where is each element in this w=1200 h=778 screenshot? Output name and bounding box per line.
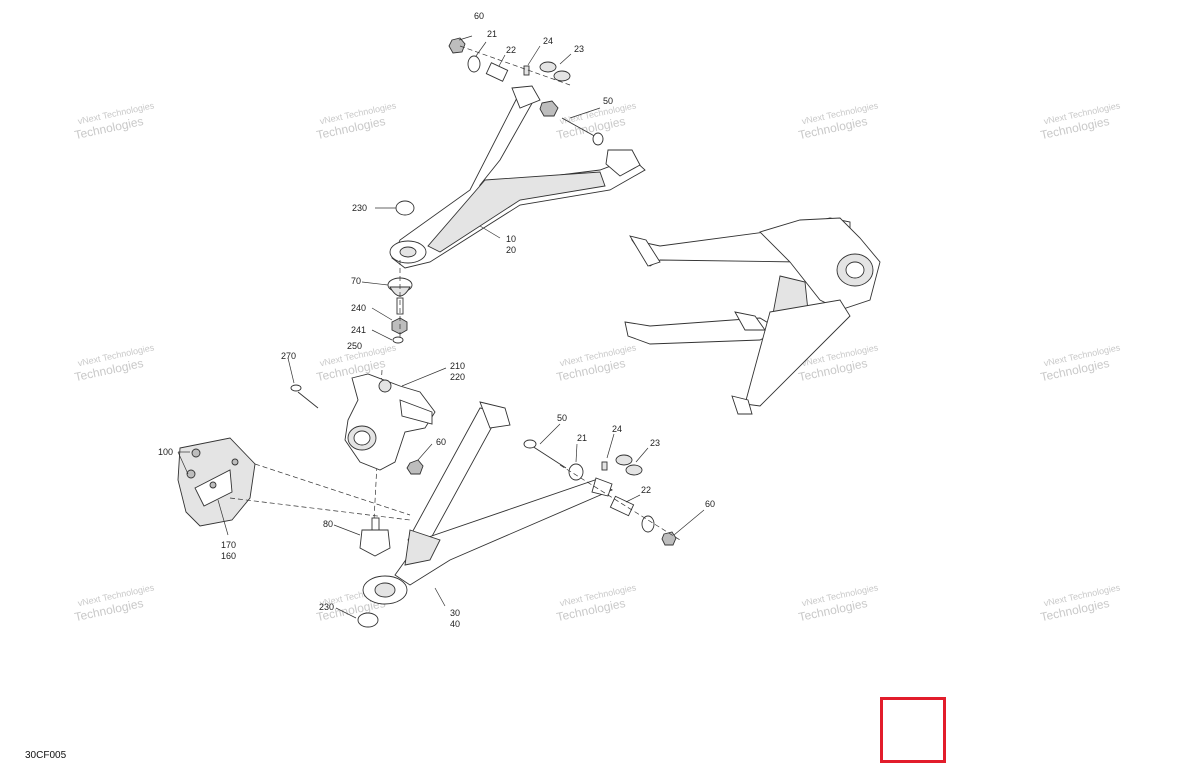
callout-23: 23 bbox=[574, 44, 584, 54]
lower-arm-hardware bbox=[523, 439, 681, 546]
knuckle-bolt bbox=[290, 384, 319, 409]
callout-250: 250 bbox=[347, 341, 362, 351]
ball-joint-lower bbox=[359, 517, 391, 557]
callout-21: 21 bbox=[487, 29, 497, 39]
callout-30: 30 bbox=[450, 608, 460, 618]
callout-170: 170 bbox=[221, 540, 236, 550]
callout-241: 241 bbox=[351, 325, 366, 335]
callout-230-lower: 230 bbox=[319, 602, 334, 612]
callout-240: 240 bbox=[351, 303, 366, 313]
upper-arm-hardware bbox=[448, 37, 604, 146]
callout-220: 220 bbox=[450, 372, 465, 382]
figure-code: 30CF005 bbox=[25, 750, 67, 761]
callout-21-lower: 21 bbox=[577, 433, 587, 443]
callout-60-knuckle: 60 bbox=[436, 437, 446, 447]
snap-ring bbox=[395, 200, 415, 216]
callout-270: 270 bbox=[281, 351, 296, 361]
leader-lines bbox=[177, 35, 705, 619]
callout-100: 100 bbox=[158, 447, 173, 457]
callout-230: 230 bbox=[352, 203, 367, 213]
callout-24-lower: 24 bbox=[612, 424, 622, 434]
callout-50-lower: 50 bbox=[557, 413, 567, 423]
knuckle-nut bbox=[406, 459, 424, 475]
callout-23-lower: 23 bbox=[650, 438, 660, 448]
callout-50: 50 bbox=[603, 96, 613, 106]
callout-22: 22 bbox=[506, 45, 516, 55]
callouts: 60 21 22 24 23 50 230 10 20 70 240 241 2… bbox=[158, 11, 715, 629]
callout-10: 10 bbox=[506, 234, 516, 244]
callout-24: 24 bbox=[543, 36, 553, 46]
knuckle bbox=[344, 373, 436, 471]
callout-60: 60 bbox=[474, 11, 484, 21]
assembled-suspension bbox=[624, 217, 881, 415]
highlight-marker bbox=[880, 697, 946, 763]
callout-20: 20 bbox=[506, 245, 516, 255]
callout-22-lower: 22 bbox=[641, 485, 651, 495]
lower-a-arm bbox=[362, 401, 613, 605]
callout-80: 80 bbox=[323, 519, 333, 529]
callout-40: 40 bbox=[450, 619, 460, 629]
callout-60-lower: 60 bbox=[705, 499, 715, 509]
upper-a-arm bbox=[389, 85, 646, 269]
callout-210: 210 bbox=[450, 361, 465, 371]
guard-plate bbox=[177, 437, 411, 527]
callout-70: 70 bbox=[351, 276, 361, 286]
snap-ring-lower bbox=[357, 612, 379, 628]
callout-160: 160 bbox=[221, 551, 236, 561]
